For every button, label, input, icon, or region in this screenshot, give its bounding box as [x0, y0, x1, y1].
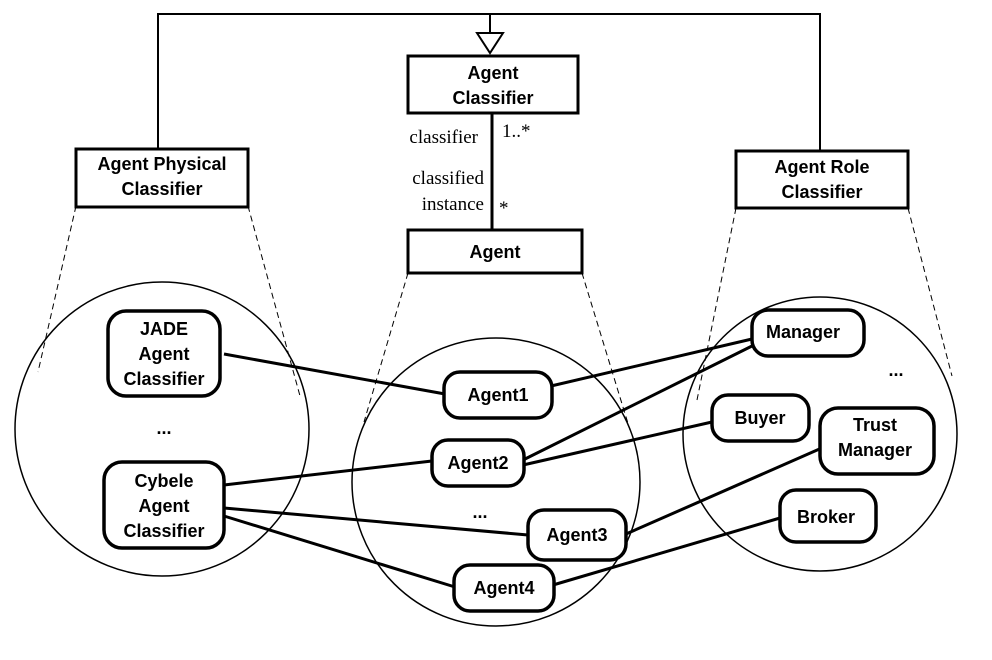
physical-classifier-instances-circle — [14, 281, 310, 577]
buyer-label: Buyer — [734, 408, 785, 428]
role-classifier-instances-circle — [682, 296, 958, 572]
agent2-node: Agent2 — [430, 438, 526, 488]
physical-instances-ellipsis: ... — [156, 418, 171, 438]
agent-role-classifier-label-line2: Classifier — [781, 182, 862, 202]
cybele-label-line1: Cybele — [134, 471, 193, 491]
agent-physical-classifier-label-line1: Agent Physical — [97, 154, 226, 174]
agent-physical-classifier-class: Agent Physical Classifier — [74, 147, 250, 209]
agent4-label: Agent4 — [473, 578, 534, 598]
broker-role-node: Broker — [778, 488, 878, 544]
cybele-agent-classifier-node: Cybele Agent Classifier — [102, 460, 226, 550]
trust-manager-role-node: Trust Manager — [818, 406, 936, 476]
role-instances-ellipsis: ... — [888, 360, 903, 380]
agent-class-label: Agent — [470, 242, 521, 262]
buyer-role-node: Buyer — [710, 393, 811, 443]
agent1-node: Agent1 — [442, 370, 554, 420]
trust-manager-label-line2: Manager — [838, 440, 912, 460]
agent-classifier-class: Agent Classifier — [406, 54, 580, 115]
manager-label: Manager — [766, 322, 840, 342]
agent-role-classifier-label-line1: Agent Role — [774, 157, 869, 177]
classified-instance-role-line1: classified — [412, 168, 484, 189]
instance-links — [223, 337, 825, 589]
classified-instance-role-line2: instance — [422, 194, 484, 215]
cybele-label-line3: Classifier — [123, 521, 204, 541]
agent-classifier-label-line1: Agent — [468, 63, 519, 83]
agent4-node: Agent4 — [452, 563, 556, 613]
agent-physical-classifier-label-line2: Classifier — [121, 179, 202, 199]
trust-manager-label-line1: Trust — [853, 415, 897, 435]
manager-role-node: Manager — [750, 308, 866, 358]
agent-instances-ellipsis: ... — [472, 502, 487, 522]
agent1-label: Agent1 — [467, 385, 528, 405]
agent2-label: Agent2 — [447, 453, 508, 473]
broker-label: Broker — [797, 507, 855, 527]
agent-role-classifier-class: Agent Role Classifier — [734, 149, 910, 210]
jade-agent-classifier-node: JADE Agent Classifier — [106, 309, 222, 398]
agent3-label: Agent3 — [546, 525, 607, 545]
classifier-role-label: classifier — [409, 127, 478, 148]
cybele-label-line2: Agent — [139, 496, 190, 516]
instance-multiplicity: * — [499, 198, 509, 219]
agent-classifier-label-line2: Classifier — [452, 88, 533, 108]
agent3-node: Agent3 — [526, 508, 628, 562]
jade-label-line3: Classifier — [123, 369, 204, 389]
classifier-multiplicity: 1..* — [502, 121, 531, 142]
agent-instances-circle — [351, 337, 641, 627]
zoom-circles — [14, 281, 958, 627]
zoom-dashed-lines — [37, 205, 953, 431]
agent-class: Agent — [406, 228, 584, 275]
jade-label-line2: Agent — [139, 344, 190, 364]
jade-label-line1: JADE — [140, 319, 188, 339]
generalization-connector — [157, 13, 821, 152]
